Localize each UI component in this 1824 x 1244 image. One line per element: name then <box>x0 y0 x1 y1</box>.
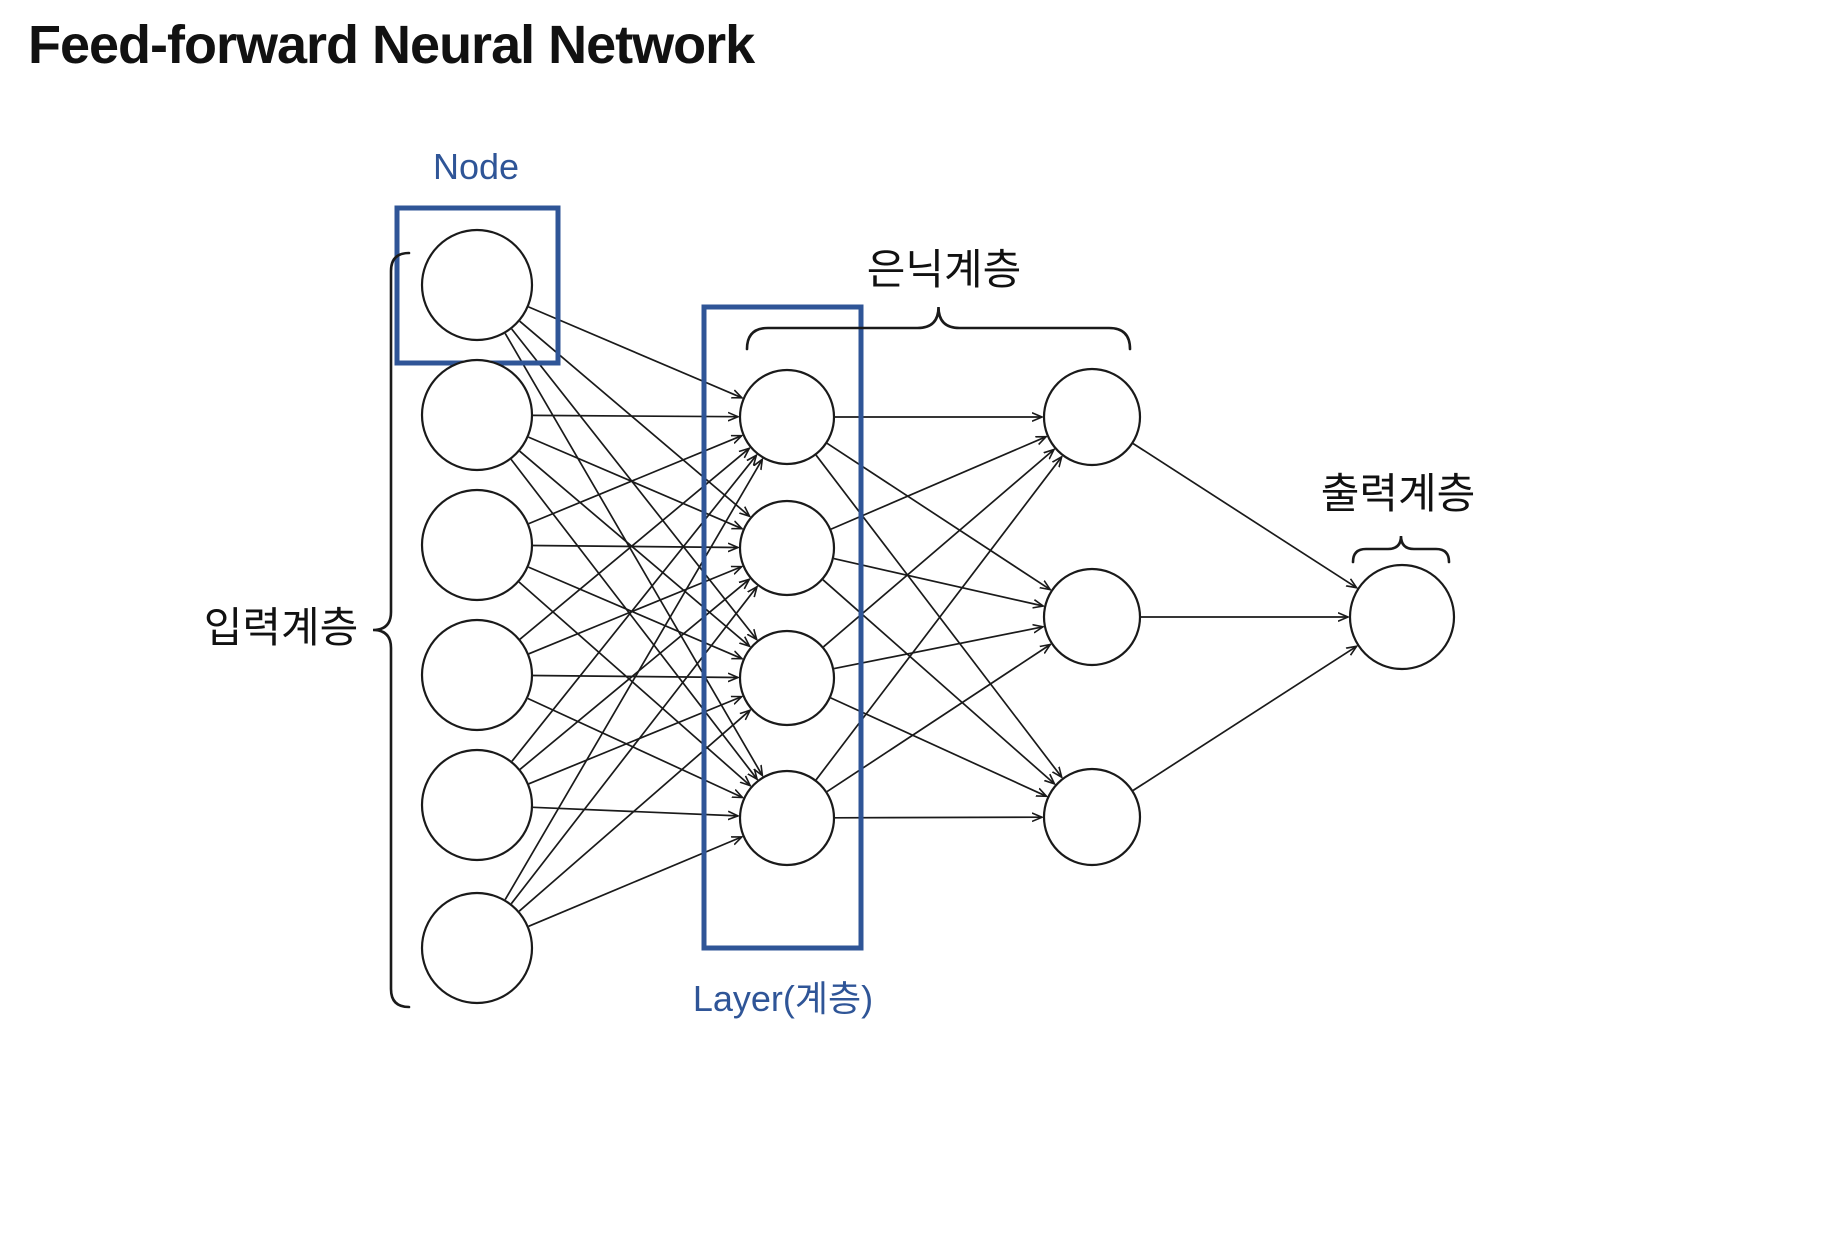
connection-arrow-input2-hidden11 <box>532 415 738 416</box>
connection-arrow-input4-hidden11 <box>519 448 749 640</box>
layer-label: Layer(계층) <box>692 978 874 1019</box>
connection-arrow-input6-hidden13 <box>518 710 750 912</box>
layer-highlight-box <box>701 304 864 951</box>
connection-arrow-hidden11-hidden23 <box>815 454 1062 777</box>
connection-arrow-input5-hidden13 <box>528 697 742 785</box>
input-node-3 <box>420 488 534 602</box>
connection-arrow-hidden21-output1 <box>1132 442 1356 588</box>
connection-arrow-input1-hidden14 <box>504 332 762 775</box>
connection-arrow-hidden14-hidden22 <box>826 645 1050 793</box>
connection-arrow-input3-hidden12 <box>532 546 738 548</box>
connection-arrow-input2-hidden14 <box>510 458 757 779</box>
hidden1-node-4 <box>738 769 836 867</box>
connection-arrow-input5-hidden12 <box>519 579 749 770</box>
connection-arrow-hidden12-hidden22 <box>833 557 1043 606</box>
output-layer-brace <box>1351 535 1451 564</box>
connection-arrow-input4-hidden14 <box>527 697 743 798</box>
connection-arrow-input1-hidden13 <box>511 328 757 640</box>
output-layer-label: 출력계층 <box>1320 470 1476 517</box>
input-node-1 <box>420 228 534 342</box>
connection-arrow-input6-hidden14 <box>528 837 742 928</box>
connection-arrow-input5-hidden11 <box>511 455 756 762</box>
connections <box>504 306 1356 928</box>
connection-arrow-input5-hidden14 <box>532 806 738 816</box>
annotations <box>372 205 1451 1009</box>
hidden2-node-1 <box>1042 367 1142 467</box>
connection-arrow-hidden14-hidden23 <box>834 817 1042 818</box>
connection-arrow-hidden14-hidden21 <box>815 457 1062 781</box>
connection-arrow-hidden11-hidden22 <box>826 442 1050 589</box>
connection-arrow-hidden12-hidden21 <box>830 437 1046 530</box>
hidden1-node-2 <box>738 499 836 597</box>
input-layer-brace <box>372 251 411 1009</box>
hidden-layer-label: 은닉계층 <box>866 246 1022 293</box>
input-node-6 <box>420 891 534 1005</box>
connection-arrow-hidden23-output1 <box>1132 646 1356 792</box>
hidden2-node-3 <box>1042 767 1142 867</box>
hidden-layer-brace <box>745 306 1132 351</box>
connection-arrow-input6-hidden11 <box>504 459 762 901</box>
output-node-1 <box>1348 563 1456 671</box>
page-title: Feed-forward Neural Network <box>28 15 755 75</box>
node-label: Node <box>432 146 520 187</box>
connection-arrow-input3-hidden11 <box>528 436 742 525</box>
input-node-5 <box>420 748 534 862</box>
connection-arrow-input4-hidden12 <box>528 567 742 655</box>
hidden2-node-2 <box>1042 567 1142 667</box>
connection-arrow-input6-hidden12 <box>510 587 757 905</box>
hidden1-node-1 <box>738 368 836 466</box>
connection-arrow-hidden12-hidden23 <box>822 579 1055 784</box>
input-node-4 <box>420 618 534 732</box>
hidden1-node-3 <box>738 629 836 727</box>
connection-arrow-input3-hidden14 <box>518 581 750 786</box>
connection-arrow-hidden13-hidden22 <box>833 627 1043 670</box>
connection-arrow-input2-hidden13 <box>519 450 750 646</box>
nodes <box>420 228 1456 1005</box>
input-node-2 <box>420 358 534 472</box>
connection-arrow-input1-hidden11 <box>528 306 742 398</box>
input-layer-label: 입력계층 <box>203 604 359 651</box>
